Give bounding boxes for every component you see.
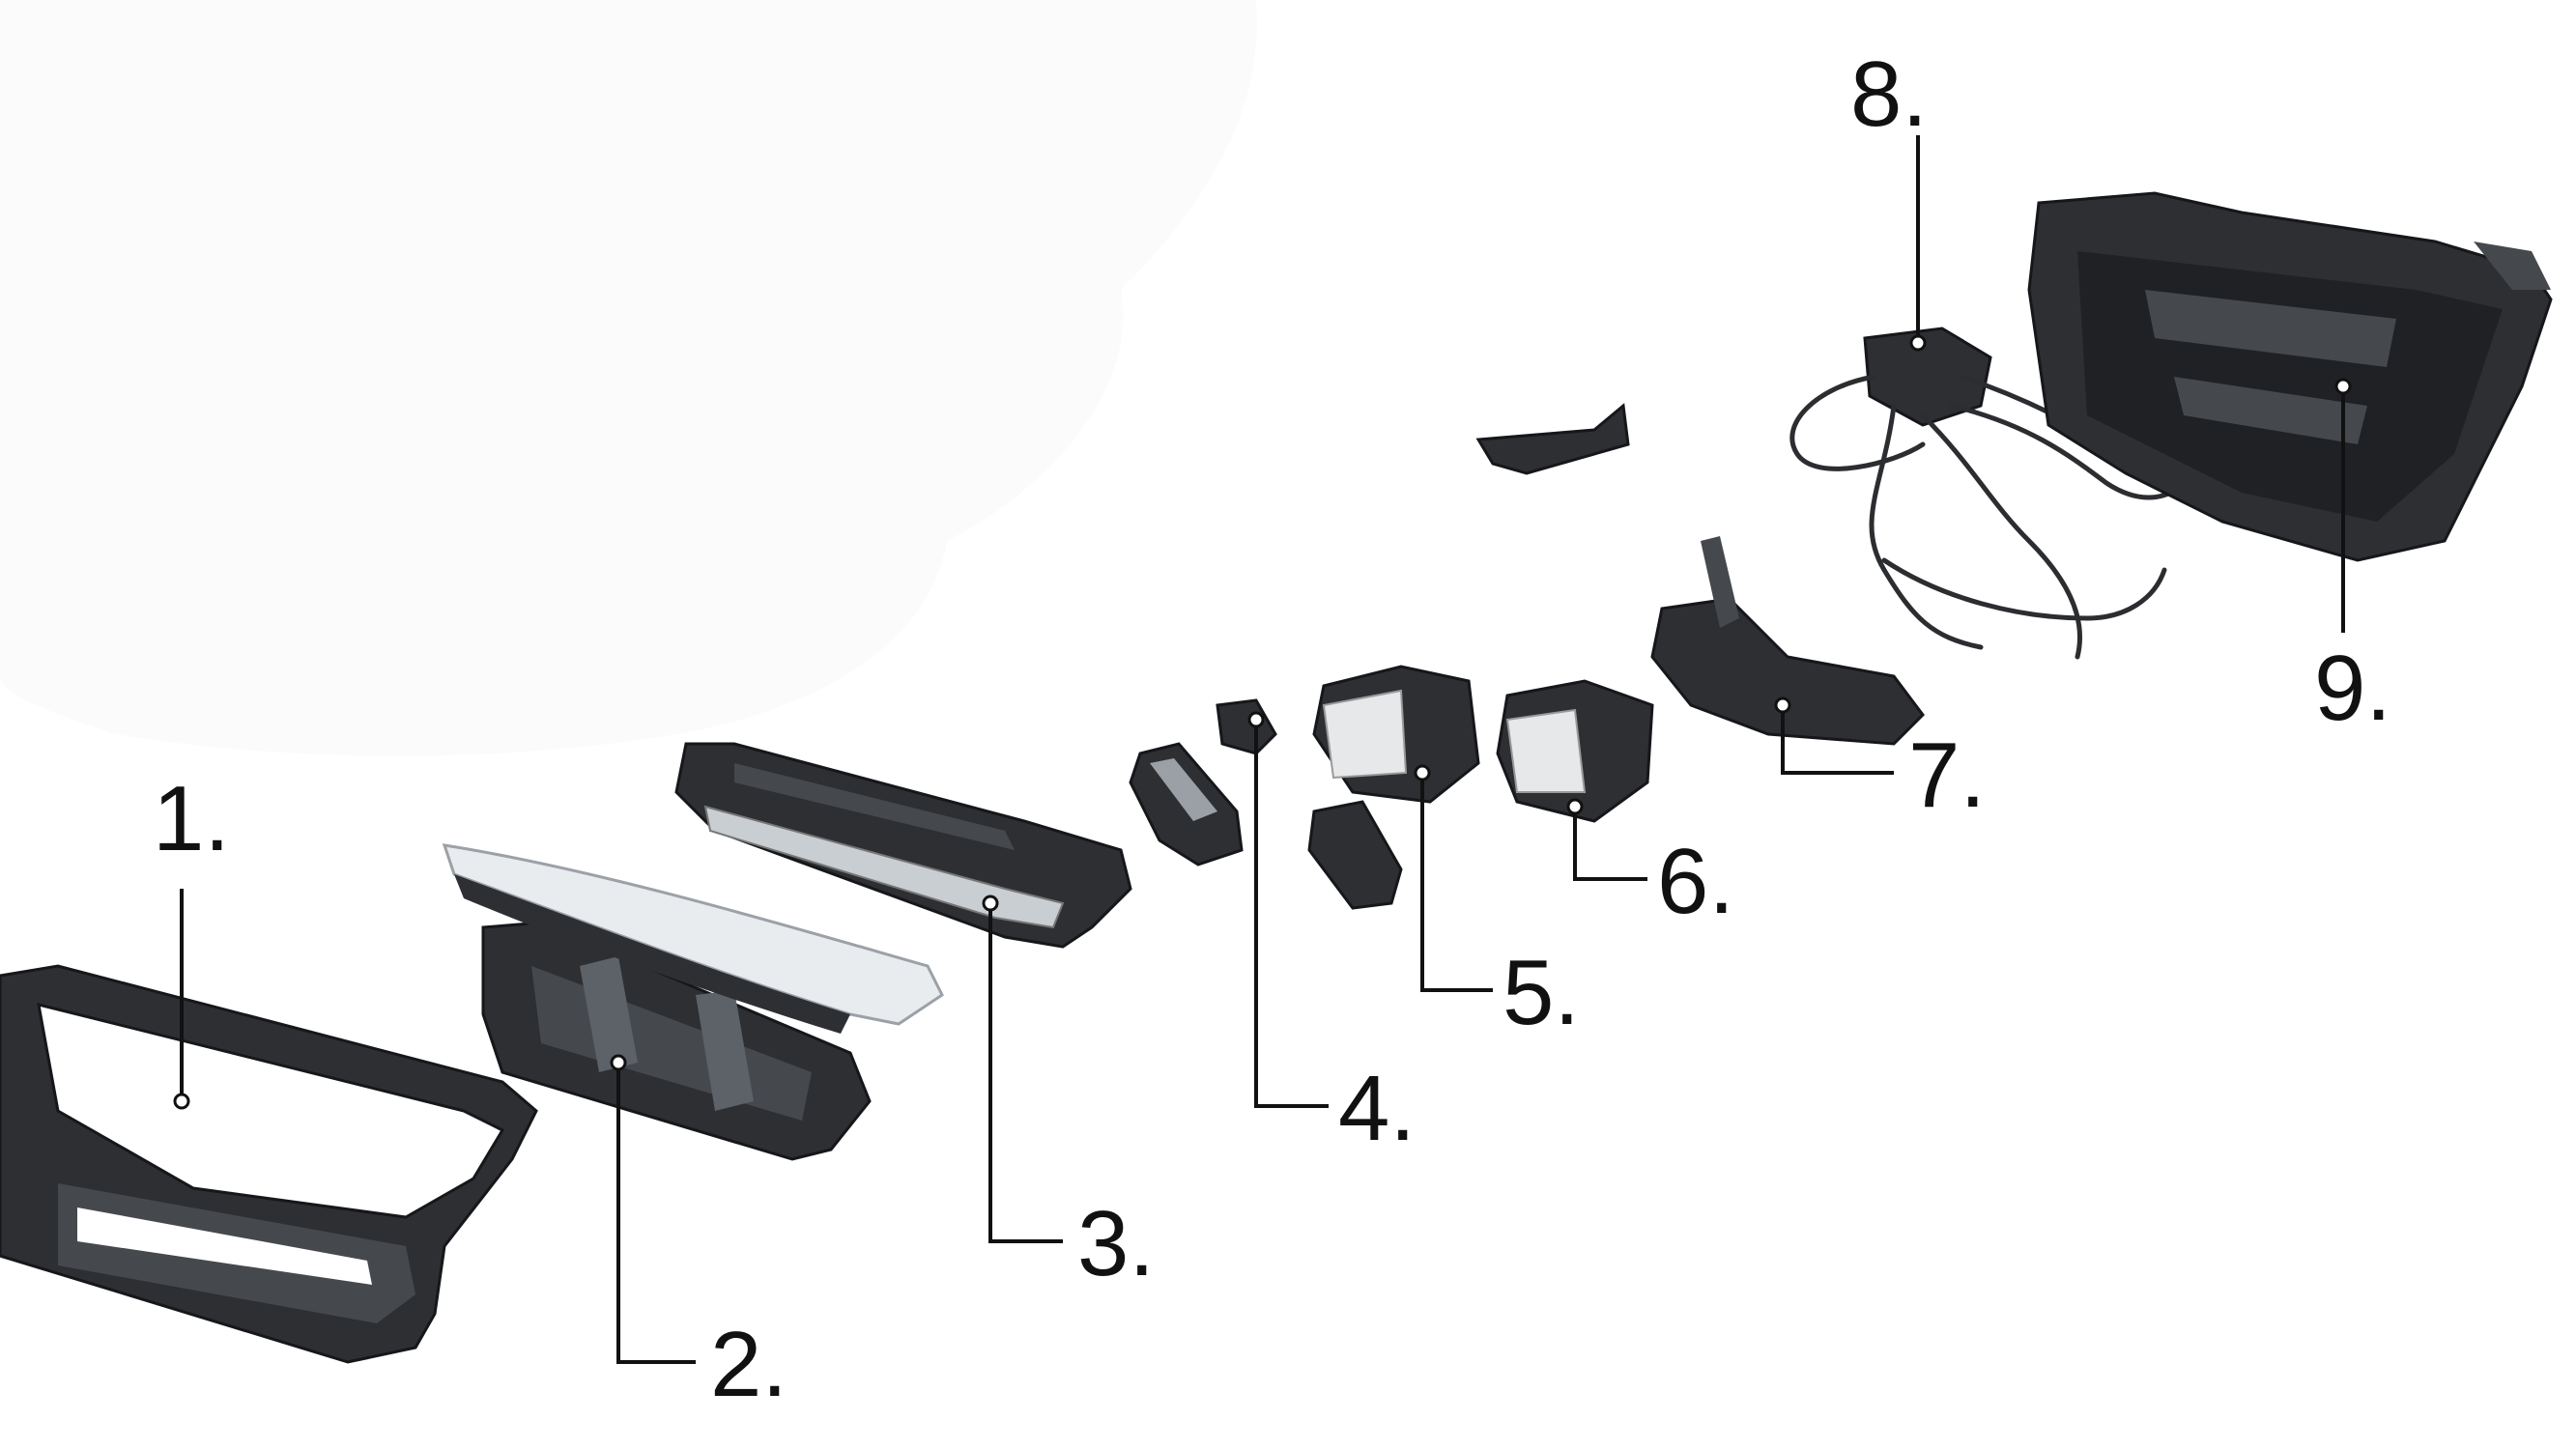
leader-7: [1781, 705, 1894, 775]
background-haze: [0, 0, 1257, 756]
leader-dot-1: [173, 1093, 190, 1110]
part-2-inner-bracket: [481, 921, 872, 1161]
leader-4: [1254, 720, 1329, 1108]
callout-2: 2.: [710, 1313, 787, 1416]
callout-1: 1.: [153, 767, 230, 870]
callout-6: 6.: [1657, 830, 1734, 933]
leader-6: [1573, 807, 1647, 881]
part-9-main-housing: [2027, 191, 2553, 562]
callout-3: 3.: [1077, 1192, 1155, 1295]
part-1-bezel-frame: [0, 964, 538, 1364]
leader-dot-4: [1247, 711, 1265, 728]
part-8-wiring-harness: [1789, 327, 2187, 660]
leader-dot-8: [1909, 334, 1927, 352]
callout-7: 7.: [1908, 724, 1986, 827]
leader-dot-9: [2334, 378, 2352, 395]
leader-3: [988, 903, 1063, 1243]
part-3-led-module: [674, 742, 1132, 949]
part-5-projector-module: [1307, 665, 1480, 910]
part-6-projector-module: [1496, 679, 1654, 823]
leader-dot-5: [1414, 764, 1431, 781]
callout-labels: 1. 2. 3. 4. 5. 6. 7. 8. 9.: [153, 43, 2391, 1416]
callout-8: 8.: [1850, 43, 1928, 146]
small-top-bracket: [1475, 403, 1630, 475]
callout-9: 9.: [2314, 637, 2391, 740]
leader-lines: [173, 135, 2352, 1364]
callout-4: 4.: [1338, 1057, 1416, 1160]
part-4-small-module: [1129, 698, 1277, 867]
leader-2: [616, 1063, 696, 1364]
chrome-trim-strip: [442, 843, 944, 1034]
leader-dot-6: [1566, 798, 1584, 815]
leader-dot-7: [1774, 696, 1791, 714]
callout-5: 5.: [1503, 941, 1580, 1044]
leader-dot-3: [982, 895, 999, 912]
leader-5: [1420, 773, 1493, 992]
part-7-base-tray: [1650, 536, 1925, 746]
leader-dot-2: [610, 1054, 627, 1071]
